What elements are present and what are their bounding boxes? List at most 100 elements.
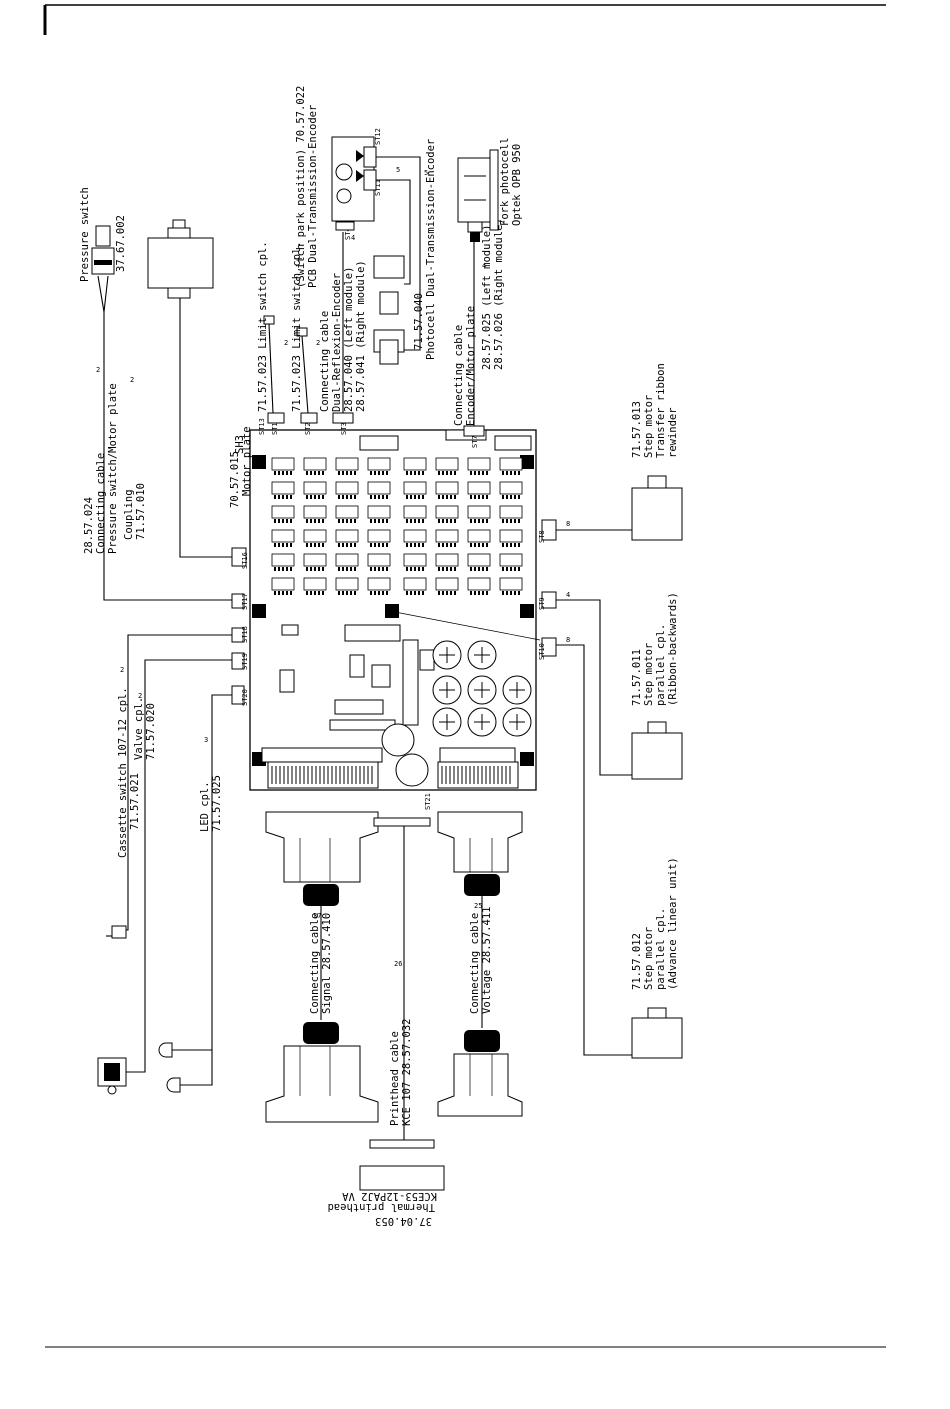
- coupling-part: 71.57.010: [135, 483, 147, 540]
- valve-count: 2: [138, 692, 142, 700]
- fork-photocell-line1: Fork photocell: [499, 137, 511, 226]
- valve-icon: [97, 1057, 127, 1095]
- signal-connector-icon: [265, 811, 379, 1123]
- cable-voltage-line1: Connecting cable: [469, 913, 481, 1014]
- driver-ic-grid: [271, 457, 523, 595]
- cable-voltage-count: 25: [474, 902, 482, 910]
- pcb-encoder-count: 5: [424, 169, 428, 177]
- conn-st4: ST4: [344, 227, 352, 240]
- step-motor-linear-line1: Step motor: [643, 927, 655, 990]
- valve-cable: [124, 659, 232, 1073]
- motor-plate-part: 70.57.015: [229, 451, 241, 508]
- conn-st3: ST3: [340, 422, 348, 435]
- step-motor-linear-line3: (Advance linear unit): [667, 857, 679, 990]
- conn-st11: ST11: [374, 179, 382, 196]
- pressure-switch-name: Pressure switch: [79, 187, 91, 282]
- step-motor-rewinder-count: 8: [566, 520, 570, 528]
- step-motor-rewinder-line3: rewinder: [667, 407, 679, 458]
- cable-encoder-motor-line3: 28.57.025 (Left module): [481, 225, 493, 370]
- printhead-cable-icon: [369, 817, 435, 1149]
- valve-part: 71.57.020: [145, 703, 157, 760]
- conn-st18: ST18: [241, 626, 249, 643]
- step-motor-rewinder-line2: Transfer ribbon: [655, 363, 667, 458]
- cable-signal-line2: Signal 28.57.410: [321, 913, 333, 1014]
- step-motor-ribbon-back-cable: [556, 599, 632, 776]
- conn-st20: ST20: [241, 689, 249, 706]
- pressure-switch-part: 37.67.002: [115, 215, 127, 272]
- motor-plate-label: Motor plate: [241, 426, 253, 496]
- led-label: LED cpl.: [199, 781, 211, 832]
- pcb-encoder-count-b: 5: [396, 166, 400, 174]
- photocell-encoder-label: Photocell Dual-Transmission-Encoder: [425, 139, 437, 360]
- cable-voltage-line2: Voltage 28.57.411: [481, 907, 493, 1014]
- cable-dual-reflexion-line4: 28.57.041 (Right module): [355, 260, 367, 412]
- page-frame: [43, 4, 886, 1348]
- conn-st7: ST7: [471, 435, 479, 448]
- step-motor-rewinder-part: 71.57.013: [631, 401, 643, 458]
- signal-connector-pins: [271, 766, 373, 784]
- capacitor-bank: [432, 640, 532, 737]
- motor-plate-board: [249, 429, 541, 791]
- cassette-switch-count: 2: [120, 666, 124, 674]
- voltage-connector-pins: [441, 766, 511, 784]
- left-edge-connectors: [231, 547, 247, 705]
- cable-dual-reflexion-line3: 28.57.040 (Left module): [343, 267, 355, 412]
- cable-pressure-line: [103, 312, 232, 601]
- cable-encoder-motor-line1: Connecting cable: [453, 325, 465, 426]
- led-part: 71.57.025: [211, 775, 223, 832]
- printhead-line2: KCE53-12PAJ2 VA: [341, 1190, 437, 1202]
- cassette-switch-icon: [106, 925, 127, 939]
- limit-switch-2-text: 71.57.023 Limit switch cpl.: [291, 241, 303, 412]
- cassette-switch-part: 71.57.021: [129, 773, 141, 830]
- cable-dual-reflexion-line2: Dual-Reflexion-Encoder: [331, 273, 343, 412]
- coupling-label: Coupling: [123, 489, 135, 540]
- motor-plate-sh: SH3: [234, 435, 246, 454]
- conn-st12: ST12: [374, 128, 382, 145]
- photocell-encoder-icon: [373, 255, 405, 365]
- cable-pressure-line1: Connecting cable: [95, 453, 107, 554]
- cable-signal-count: 37: [313, 912, 321, 920]
- printhead-cable-line1: Printhead cable: [389, 1031, 401, 1126]
- step-motor-linear-cable: [583, 722, 632, 1056]
- conn-st8: ST8: [538, 530, 546, 543]
- cable-pressure-part: 28.57.024: [83, 497, 95, 554]
- pressure-switch-icon: [91, 225, 115, 313]
- cable-pressure-count: 2: [96, 366, 100, 374]
- limit-switch-2-count: 2: [316, 339, 320, 347]
- conn-st2: ST2: [304, 422, 312, 435]
- step-motor-ribbon-back-count: 8: [566, 636, 570, 644]
- conn-st1: ST1: [271, 422, 279, 435]
- conn-st13: ST13: [258, 418, 266, 435]
- step-motor-linear-line2: parallel cpl.: [655, 908, 667, 990]
- step-motor-ribbon-back-count2: 4: [566, 591, 570, 599]
- cable-encoder-motor-line4: 28.57.026 (Right module): [493, 218, 505, 370]
- valve-label: Valve cpl.: [133, 697, 145, 760]
- conn-st17: ST17: [241, 593, 249, 610]
- printhead-part: 37.04.053: [375, 1215, 432, 1227]
- cable-signal-line1: Connecting cable: [309, 913, 321, 1014]
- conn-st9: ST9: [538, 597, 546, 610]
- printhead-line1: Thermal printhead: [328, 1201, 435, 1213]
- led-cable: [172, 694, 232, 1051]
- cable-encoder-motor-line2: Encoder/Motor plate: [465, 306, 477, 426]
- right-edge-connectors: [541, 519, 557, 657]
- step-motor-ribbon-back-line3: (Ribbon-backwards): [667, 592, 679, 706]
- step-motor-linear-part: 71.57.012: [631, 933, 643, 990]
- limit-switch-1-count: 2: [284, 339, 288, 347]
- limit-switch-1-text: 71.57.023 Limit switch cpl.: [257, 241, 269, 412]
- limit-switch-1-cable: [268, 323, 274, 414]
- conn-st16: ST16: [241, 552, 249, 569]
- conn-st21: ST21: [424, 793, 432, 810]
- photocell-encoder-part: 71.57.040: [413, 293, 425, 350]
- step-motor-rewinder-line1: Step motor: [643, 395, 655, 458]
- coupling-count: 2: [130, 376, 134, 384]
- voltage-connector-icon: [437, 811, 523, 1117]
- pcb-encoder-cable-a: [376, 156, 421, 351]
- cable-dual-reflexion-count: 4: [351, 234, 355, 242]
- coupling-cable-line: [179, 298, 232, 558]
- step-motor-ribbon-back-part: 71.57.011: [631, 649, 643, 706]
- pcb-encoder-line1: (Switch park position) 70.57.022: [295, 86, 307, 288]
- cable-pressure-line2: Pressure switch/Motor plate: [107, 383, 119, 554]
- fork-photocell-line2: Optek OPB 950: [511, 144, 523, 226]
